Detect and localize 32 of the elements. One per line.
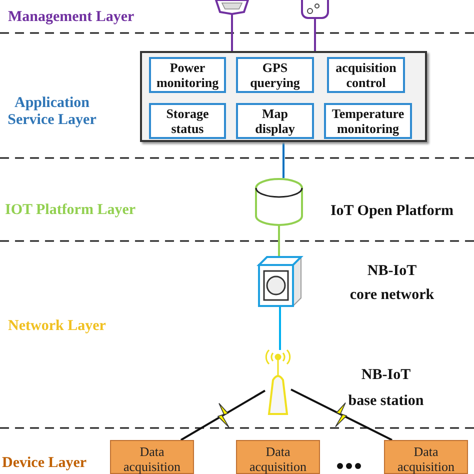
connector-line (180, 390, 266, 441)
node-caption: core network (348, 287, 436, 304)
phone-icon (300, 0, 330, 19)
service-box: Map display (236, 103, 314, 139)
layer-label: Management Layer (8, 9, 134, 26)
laptop-icon (214, 0, 250, 14)
layer-label: Application Service Layer (6, 95, 98, 129)
service-box: Storage status (149, 103, 226, 139)
application-panel (140, 51, 427, 142)
connector-line (231, 14, 233, 51)
connector-line (314, 19, 316, 51)
connector-line (278, 226, 280, 257)
node-caption: base station (347, 393, 425, 410)
service-box: Power monitoring (149, 57, 226, 93)
data-acquisition-box: Data acquisition (384, 440, 468, 474)
node-caption: IoT Open Platform (329, 203, 455, 220)
node-caption: NB-IoT (360, 367, 412, 384)
core-network-switch-icon (259, 257, 301, 306)
data-acquisition-box: Data acquisition (110, 440, 194, 474)
service-box: Temperature monitoring (324, 103, 412, 139)
connector-line (290, 388, 392, 441)
connector-line (279, 306, 281, 350)
layer-label: IOT Platform Layer (5, 202, 136, 219)
antenna-icon (265, 350, 291, 416)
platform-cylinder (255, 178, 303, 226)
service-box: acquisition control (327, 57, 405, 93)
data-acquisition-box: Data acquisition (236, 440, 320, 474)
layer-label: Network Layer (8, 318, 106, 335)
node-caption: NB-IoT (366, 263, 418, 280)
service-box: GPS querying (236, 57, 314, 93)
connector-line (282, 142, 284, 178)
layer-label: Device Layer (2, 455, 87, 472)
